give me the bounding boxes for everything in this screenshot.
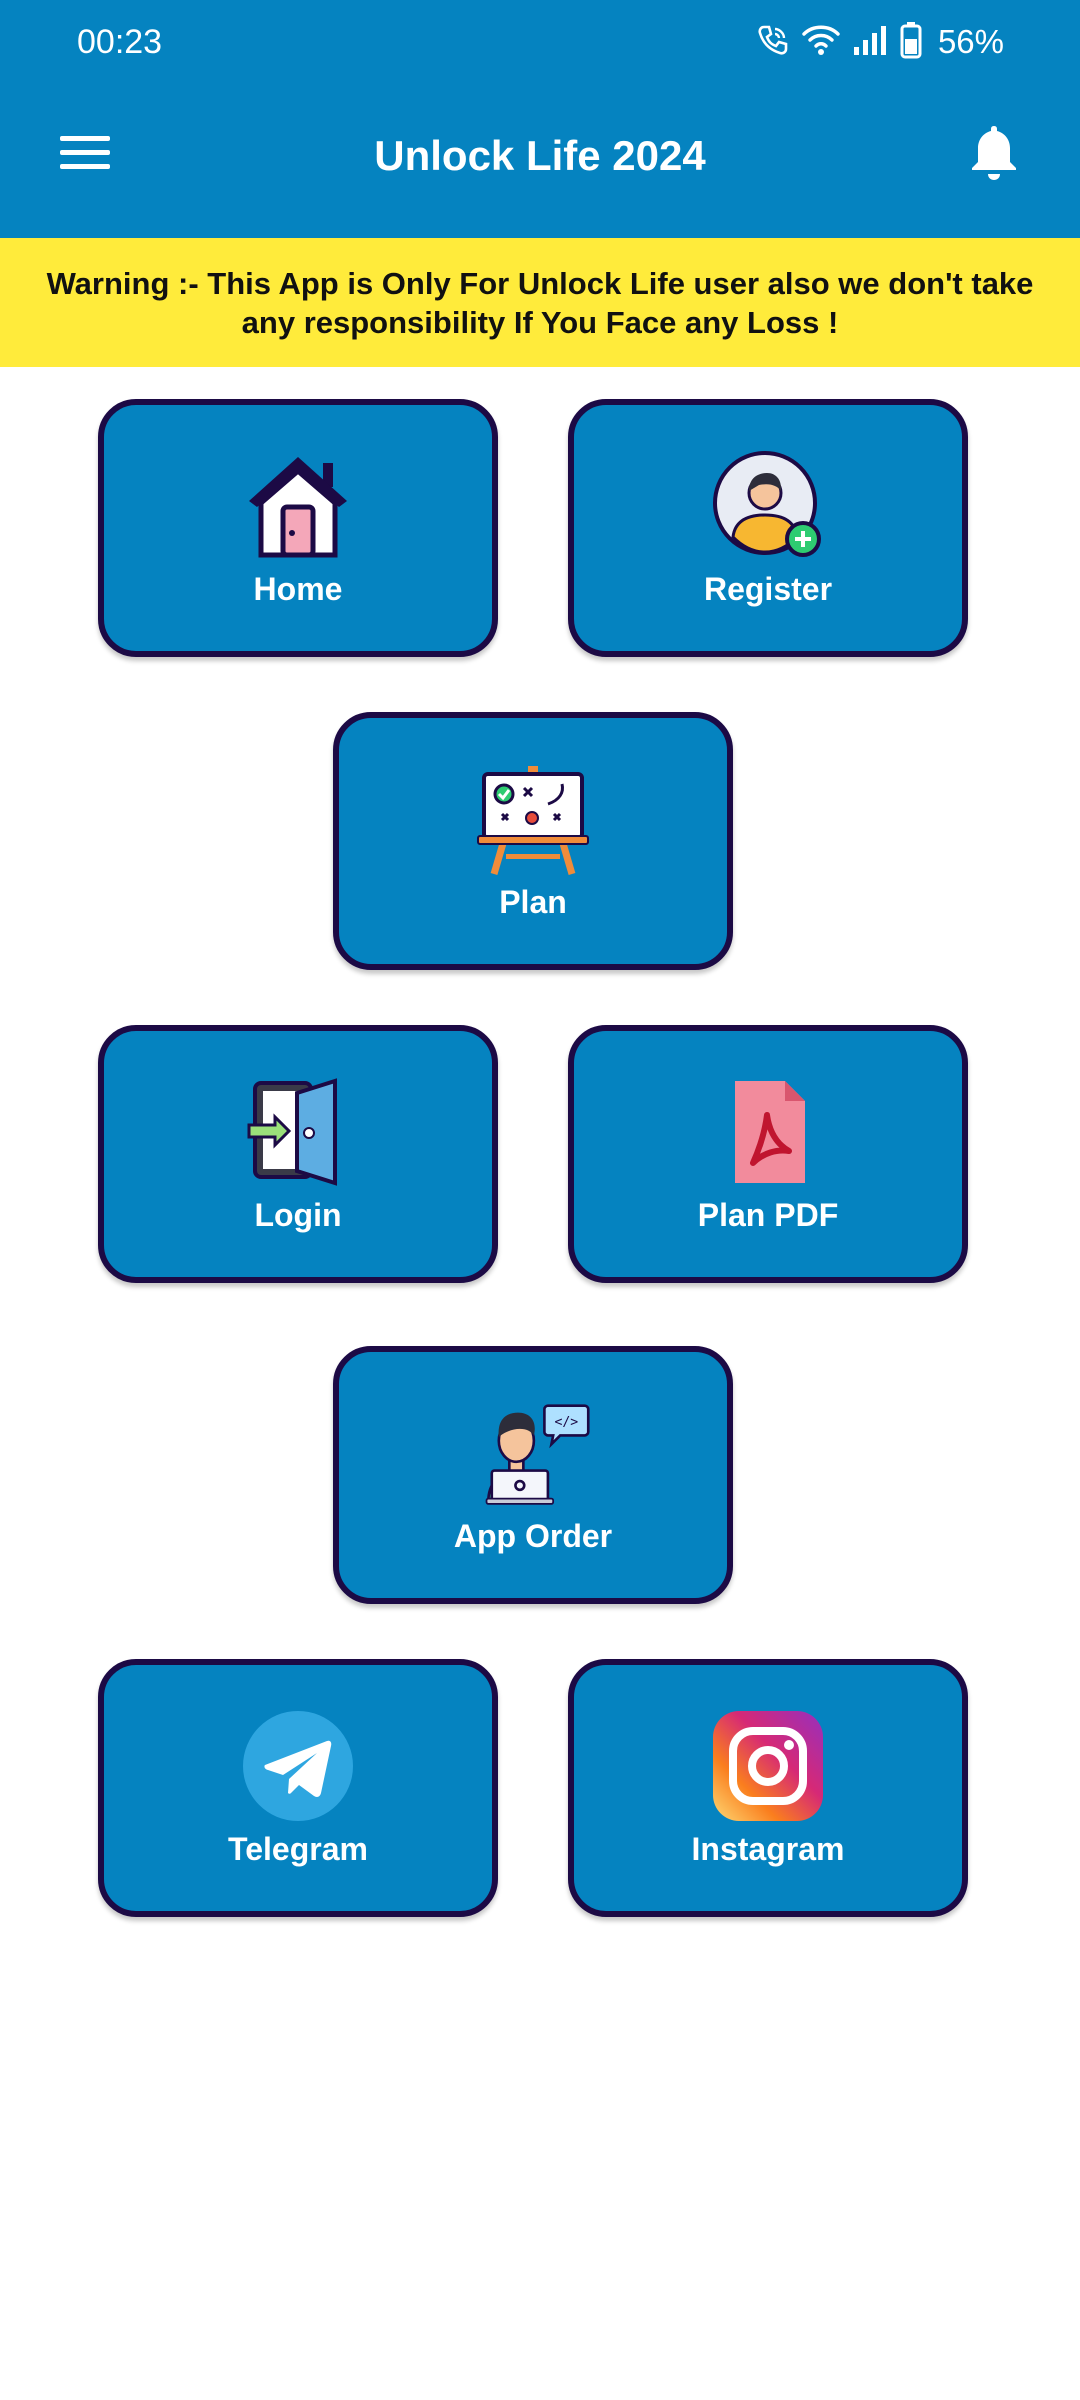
telegram-label: Telegram [228,1831,368,1867]
warning-text: Warning :- This App is Only For Unlock L… [46,265,1034,340]
instagram-icon [711,1709,825,1823]
wifi-calling-icon [756,23,790,62]
app-header-background [0,0,1080,238]
login-tile[interactable]: Login [98,1025,498,1283]
developer-laptop-icon: </> [476,1396,590,1510]
notification-button[interactable] [962,122,1026,186]
signal-icon [852,23,888,62]
telegram-tile[interactable]: Telegram [98,1659,498,1917]
bell-icon [968,122,1020,187]
plan-pdf-label: Plan PDF [697,1197,839,1233]
house-icon [241,449,355,563]
status-time: 00:23 [77,23,163,61]
hamburger-menu-icon [58,133,112,178]
app-bar: Unlock Life 2024 [0,84,1080,238]
login-door-icon [241,1075,355,1189]
app-order-tile[interactable]: </> App Order [333,1346,733,1604]
warning-banner: Warning :- This App is Only For Unlock L… [0,238,1080,367]
plan-tile[interactable]: Plan [333,712,733,970]
hamburger-menu-button[interactable] [54,124,116,186]
pdf-file-icon [711,1075,825,1189]
status-icons: 56% [756,18,1004,66]
app-order-label: App Order [453,1518,613,1554]
plan-pdf-tile[interactable]: Plan PDF [568,1025,968,1283]
strategy-board-icon [476,762,590,876]
user-add-icon [711,449,825,563]
register-tile[interactable]: Register [568,399,968,657]
login-label: Login [254,1197,342,1233]
register-label: Register [703,571,833,607]
status-bar: 00:23 [0,0,1080,84]
home-tile[interactable]: Home [98,399,498,657]
battery-percent: 56% [937,23,1004,60]
instagram-tile[interactable]: Instagram [568,1659,968,1917]
wifi-icon [802,23,840,62]
svg-text:</>: </> [554,1415,578,1430]
battery-icon [900,21,922,64]
home-label: Home [253,571,343,607]
instagram-label: Instagram [691,1831,845,1867]
app-title: Unlock Life 2024 [374,132,706,179]
plan-label: Plan [499,884,567,920]
telegram-icon [241,1709,355,1823]
